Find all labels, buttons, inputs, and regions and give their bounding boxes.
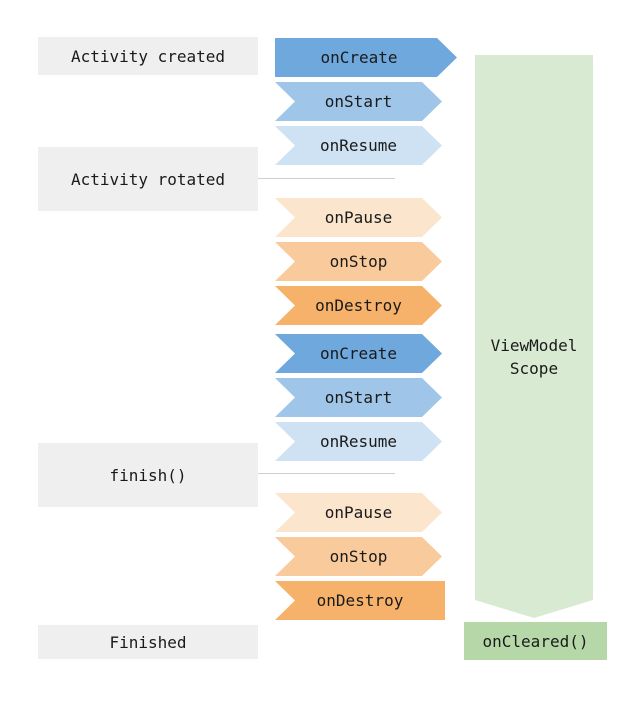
viewmodel-scope-arrow: ViewModel Scope [475,55,593,618]
stage-finish: finish() [38,443,258,507]
lifecycle-arrow-ondestroy: onDestroy [275,286,442,325]
lifecycle-arrow-oncreate: onCreate [275,38,457,77]
stage-finished: Finished [38,625,258,659]
stage-activity-rotated: Activity rotated [38,147,258,211]
lifecycle-arrow-onstop: onStop [275,242,442,281]
viewmodel-scope-label: ViewModel Scope [490,336,578,378]
divider-line-activity-rotated [258,178,395,179]
lifecycle-arrow-onresume: onResume [275,422,442,461]
lifecycle-arrow-ondestroy: onDestroy [275,581,445,620]
lifecycle-arrow-onstart: onStart [275,378,442,417]
divider-line-finish [258,473,395,474]
lifecycle-arrow-onresume: onResume [275,126,442,165]
stage-activity-created: Activity created [38,37,258,75]
lifecycle-arrow-onpause: onPause [275,493,442,532]
lifecycle-arrow-onstart: onStart [275,82,442,121]
lifecycle-arrow-oncreate: onCreate [275,334,442,373]
lifecycle-arrow-onpause: onPause [275,198,442,237]
lifecycle-arrow-onstop: onStop [275,537,442,576]
oncleared-box: onCleared() [464,622,607,660]
